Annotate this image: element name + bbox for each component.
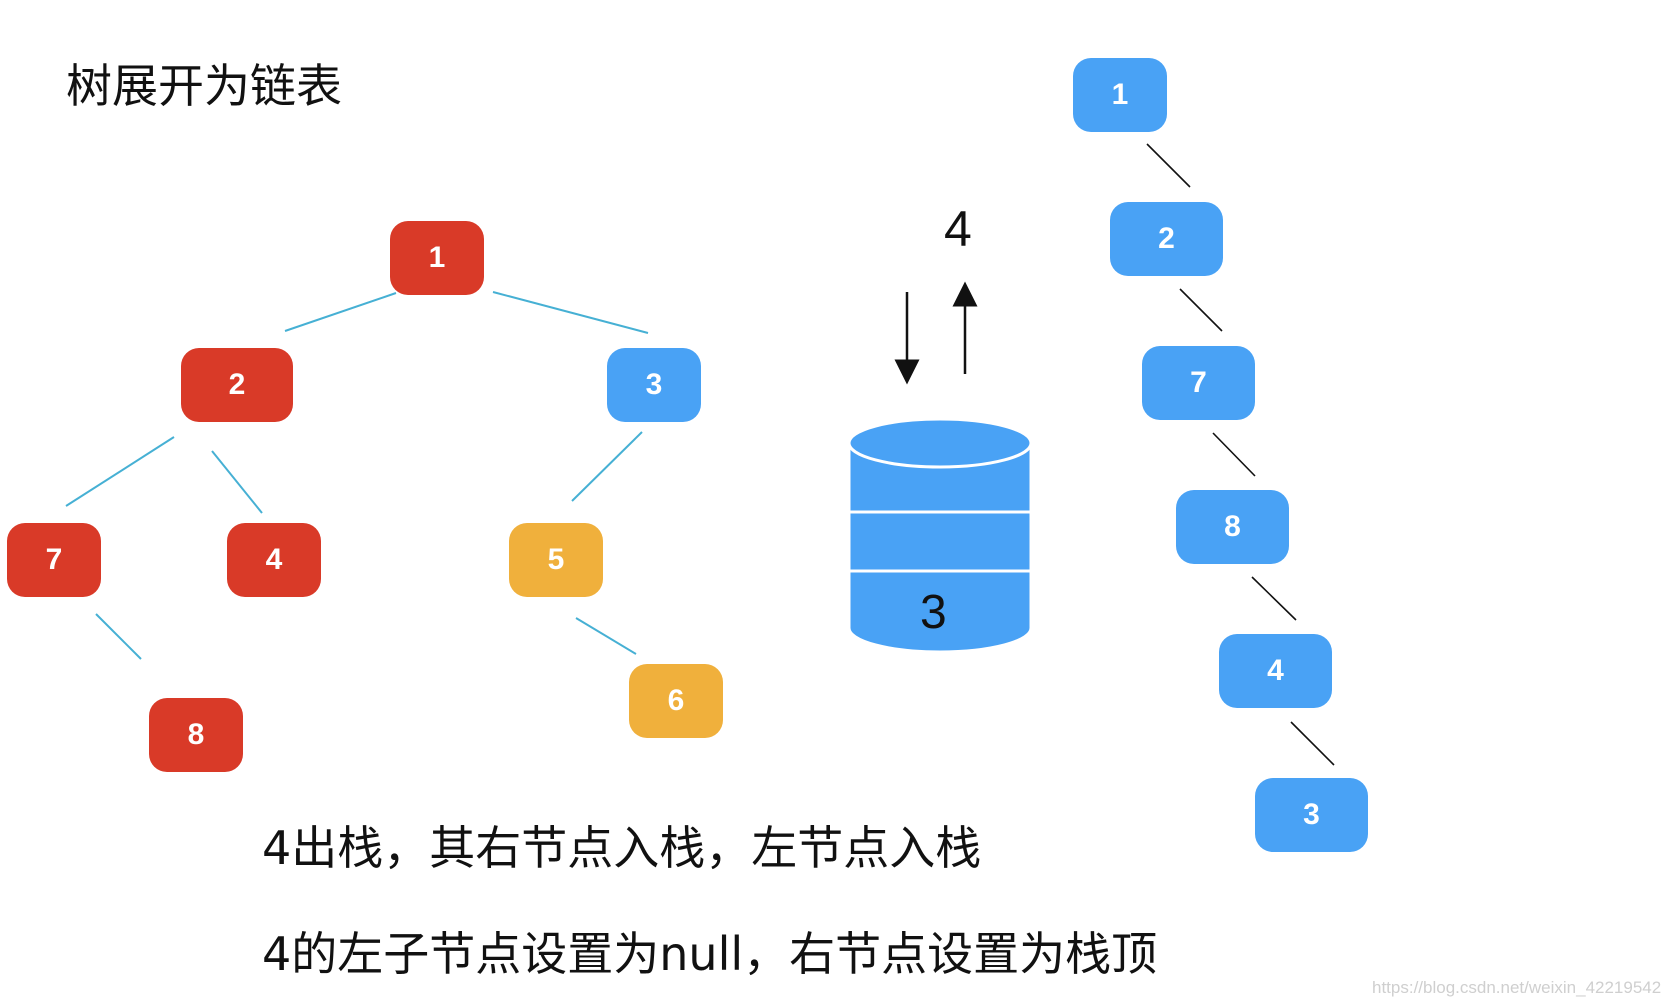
tree-node-2: 2 (181, 348, 293, 422)
list-edge-2-7 (1179, 288, 1223, 332)
caption-line-2: 4的左子节点设置为null，右节点设置为栈顶 (262, 927, 1158, 981)
tree-node-3: 3 (607, 348, 701, 422)
tree-edge-7-8 (95, 613, 142, 660)
tree-edge-3-5 (571, 431, 643, 502)
tree-node-5: 5 (509, 523, 603, 597)
popped-value: 4 (944, 201, 972, 257)
list-node-4: 4 (1219, 634, 1332, 708)
watermark: https://blog.csdn.net/weixin_42219542 (1372, 978, 1661, 997)
list-node-3: 3 (1255, 778, 1368, 852)
list-edge-4-3 (1290, 721, 1335, 766)
tree-edge-1-2 (284, 292, 397, 332)
tree-edge-2-7 (65, 436, 175, 507)
page-title: 树展开为链表 (66, 59, 342, 113)
tree-edge-2-4 (211, 450, 263, 514)
tree-node-8: 8 (149, 698, 243, 772)
list-node-1: 1 (1073, 58, 1167, 132)
stack-cylinder (847, 417, 1033, 654)
list-edge-8-4 (1251, 576, 1297, 621)
tree-edge-1-3 (492, 291, 649, 334)
tree-node-4: 4 (227, 523, 321, 597)
list-node-2: 2 (1110, 202, 1223, 276)
tree-node-6: 6 (629, 664, 723, 738)
caption-line-1: 4出栈，其右节点入栈，左节点入栈 (262, 821, 982, 875)
list-edge-7-8 (1212, 432, 1256, 477)
stack-item: 3 (920, 586, 947, 639)
tree-node-7: 7 (7, 523, 101, 597)
tree-edge-5-6 (575, 617, 637, 655)
list-node-8: 8 (1176, 490, 1289, 564)
tree-node-1: 1 (390, 221, 484, 295)
list-edge-1-2 (1146, 143, 1191, 188)
list-node-7: 7 (1142, 346, 1255, 420)
